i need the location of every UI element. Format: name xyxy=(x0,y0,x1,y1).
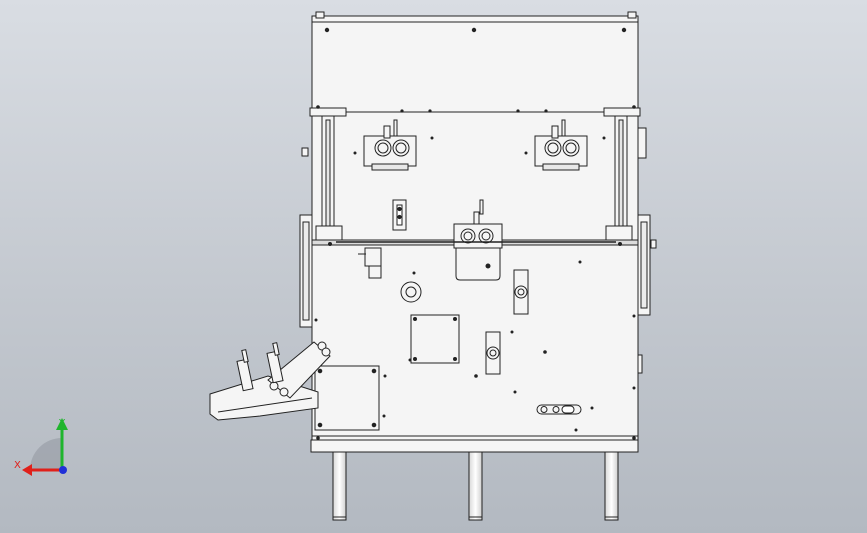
bearing-block-upper xyxy=(513,269,529,315)
slot-bar xyxy=(536,404,582,415)
bearing-block-lower xyxy=(485,331,501,375)
triad-y-arrow xyxy=(56,418,68,430)
triad-z-axis xyxy=(59,466,67,474)
base-plate xyxy=(310,439,639,453)
triad-x-arrow xyxy=(22,464,32,476)
leg-middle xyxy=(468,451,483,521)
access-plate-lower-left xyxy=(314,365,380,431)
support-legs xyxy=(332,451,619,521)
leg-right xyxy=(604,451,619,521)
triad-plane-shade xyxy=(30,438,62,470)
roller-unit-center xyxy=(453,199,503,281)
coordinate-triad: Y X xyxy=(14,418,68,476)
bolt-holes xyxy=(314,27,636,440)
inclined-feeder xyxy=(209,341,331,421)
clamp-bracket xyxy=(358,247,382,279)
access-plate-square xyxy=(410,314,460,364)
triad-y-label: Y xyxy=(58,418,66,429)
roller-unit-right xyxy=(534,119,588,171)
pulley xyxy=(400,281,422,303)
roller-unit-left xyxy=(363,119,417,171)
side-brackets xyxy=(299,127,657,374)
leg-left xyxy=(332,451,347,521)
triad-x-label: X xyxy=(14,460,21,471)
upper-panel xyxy=(311,11,639,113)
slotted-guide xyxy=(392,199,407,231)
